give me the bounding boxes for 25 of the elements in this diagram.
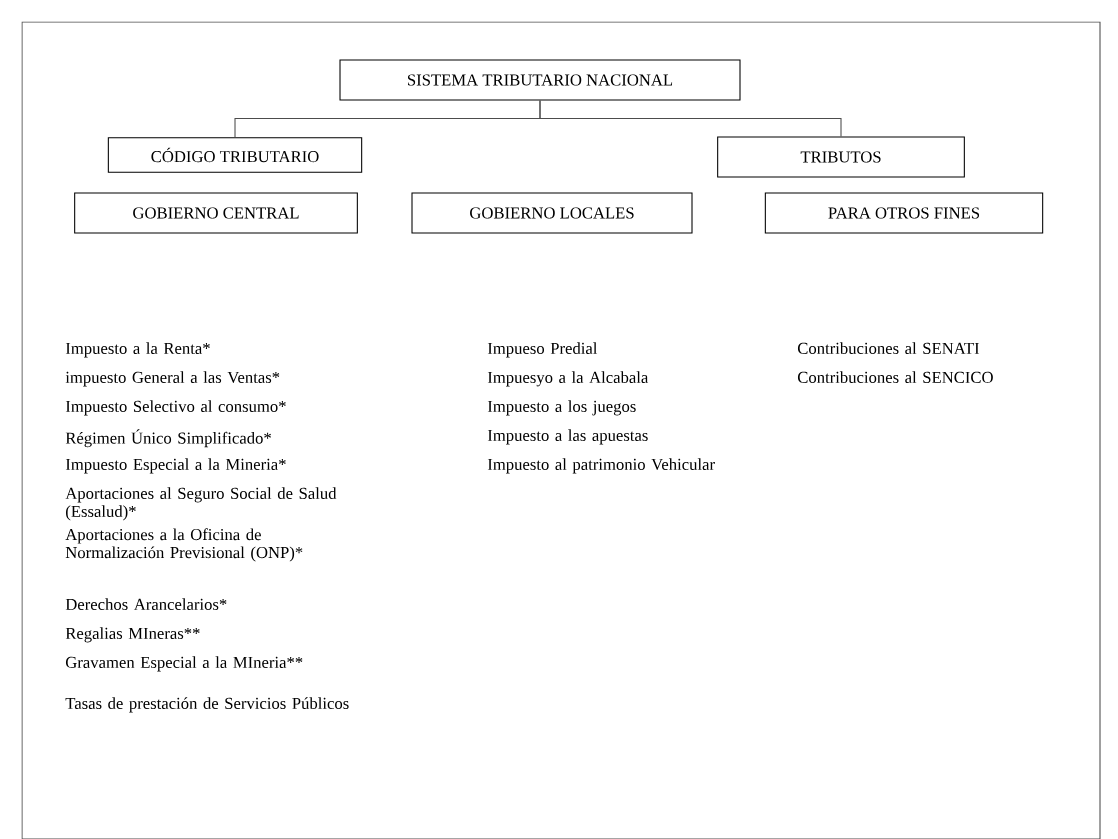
connector-line	[539, 100, 842, 137]
list-item: Contribuciones al SENATI	[797, 342, 980, 354]
list-item: impuesto General a las Ventas*	[65, 371, 280, 387]
category-box: TRIBUTOS	[717, 136, 965, 178]
list-item: Impuesto Selectivo al consumo*	[65, 400, 286, 416]
category-box: CÓDIGO TRIBUTARIO	[107, 137, 363, 173]
list-item: Impuesto al patrimonio Vehicular	[487, 458, 715, 474]
category-box: GOBIERNO CENTRAL	[74, 192, 358, 234]
list-item: Impuesto a la Renta*	[65, 342, 210, 358]
list-item: Aportaciones al Seguro Social de Salud (Essalud)*	[65, 487, 337, 521]
category-box: PARA OTROS FINES	[764, 192, 1044, 234]
list-item: Regalias MIneras**	[65, 627, 200, 643]
list-item: Impuesto Especial a la Mineria*	[65, 458, 286, 474]
list-item: Tasas de prestación de Servicios Públicos	[65, 697, 349, 713]
list-item: Derechos Arancelarios*	[65, 598, 227, 610]
list-item: Contribuciones al SENCICO	[797, 371, 993, 383]
category-box: SISTEMA TRIBUTARIO NACIONAL	[339, 59, 741, 101]
category-box: GOBIERNO LOCALES	[411, 192, 693, 234]
list-item: Impueso Predial	[487, 342, 598, 358]
list-item: Impuesyo a la Alcabala	[487, 371, 649, 387]
list-item: Impuesto a los juegos	[487, 400, 636, 416]
list-item: Gravamen Especial a la MIneria**	[65, 656, 303, 672]
list-item: Régimen Único Simplificado*	[65, 429, 271, 448]
list-item: Aportaciones a la Oficina de Normalización Previsional (ONP)*	[65, 528, 303, 562]
list-item: Impuesto a las apuestas	[487, 429, 648, 445]
